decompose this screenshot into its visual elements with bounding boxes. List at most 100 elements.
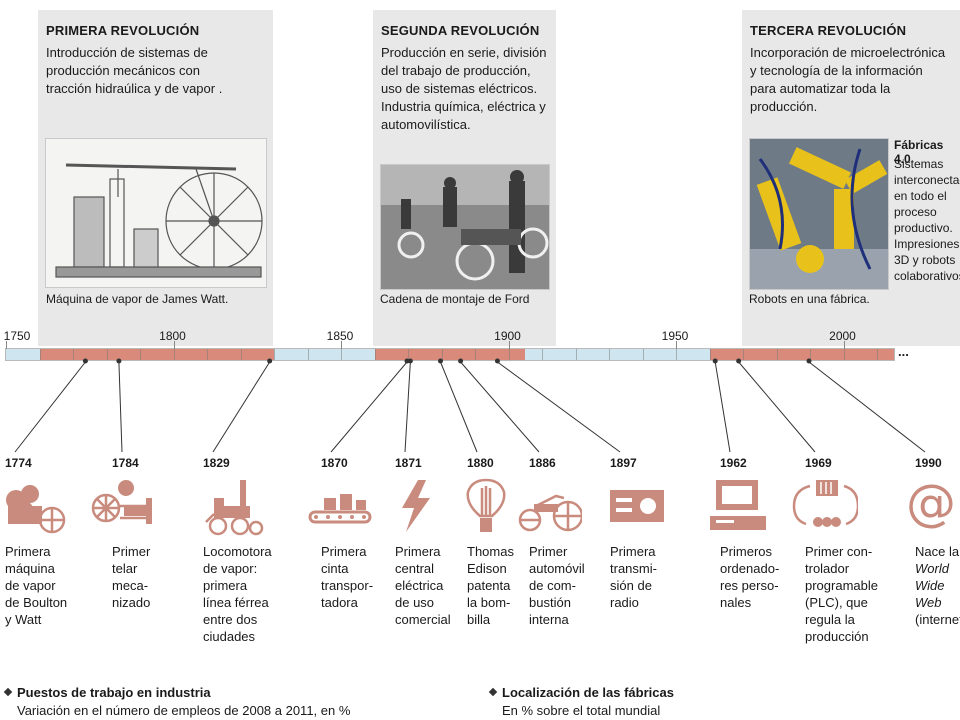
event-connector-line [714,361,731,453]
footer-title: Localización de las fábricas [488,685,674,700]
timeline-cell-divider [508,349,510,360]
event-year: 1870 [321,456,348,470]
event-year: 1774 [5,456,32,470]
event-label-line: billa [467,612,491,627]
panel-description: Incorporación de microelectrónica y tecn… [750,45,946,114]
locomotive-icon [200,476,266,536]
event-label-line: máquina [5,561,55,576]
event-label: Primer automóvil de com-bustión interna [529,543,585,628]
event-connector-line [212,361,271,453]
event-label-line: interna [529,612,569,627]
timeline-cell-divider [542,349,543,360]
event-label-line: Thomas [467,544,514,559]
event-label-line: meca- [112,578,149,593]
event-label-line: eléctrica [395,578,444,593]
event-year: 1880 [467,456,494,470]
event-label-line: y Watt [5,612,42,627]
timeline-cell-divider [676,349,677,360]
event-label-line: entre dos [203,612,258,627]
event-label-line: Primera [321,544,367,559]
event-label-line: Primer con- [805,544,873,559]
event-connector-line [440,361,478,453]
event-label-line: Wide Web [915,578,945,610]
timeline-cell-divider [810,349,811,360]
event-connector-line [460,361,540,453]
footer-section-localizacion: Localización de las fábricas En % sobre … [488,685,674,718]
timeline-cell-divider [776,349,778,360]
event-connector-line [118,361,123,453]
timeline-cell-divider [207,349,208,360]
event-label-line: ordenado- [720,561,780,576]
timeline-cell-divider [843,349,845,360]
computer-icon [706,476,772,536]
event-label-line: de com- [529,578,576,593]
event-label-line: (internet) [915,612,960,627]
event-label-line: cinta [321,561,349,576]
radio-icon [604,476,670,536]
timeline-highlight-segment [374,349,526,360]
event-label-line: res perso- [720,578,779,593]
timeline-cell-divider [408,349,409,360]
event-connector-line [808,361,926,453]
event-label-line: línea férrea [203,595,269,610]
timeline-cell-divider [374,349,376,360]
event-label-line: bustión [529,595,571,610]
panel-title: TERCERA REVOLUCIÓN [750,23,907,38]
timeline-cell-divider [173,349,175,360]
event-label-line: trolador [805,561,850,576]
event-label-line: producción [805,629,869,644]
footer-description: Variación en el número de empleos de 200… [17,703,351,718]
event-year: 1969 [805,456,832,470]
event-label-line: transpor- [321,578,374,593]
timeline-tick-mark [508,341,510,349]
bullet-icon [488,687,498,697]
event-label-line: programable [805,578,878,593]
event-label-line: Primer [529,544,568,559]
event-year: 1886 [529,456,556,470]
event-label-line: de vapor [5,578,56,593]
timeline-cell-divider [73,349,74,360]
event-label-line: patenta [467,578,511,593]
event-label-line: telar [112,561,138,576]
svg-text:@: @ [906,476,956,532]
steam-engine-photo [45,138,267,288]
event-label-line: Primera [5,544,51,559]
at-sign-icon: @ [906,474,960,536]
photo-caption: Cadena de montaje de Ford [380,292,530,306]
timeline-cell-divider [307,349,309,360]
event-label-line: central [395,561,435,576]
event-connector-line [497,361,621,453]
footer-description: En % sobre el total mundial [502,703,661,718]
event-label-line: Nace la [915,544,960,559]
robots-photo [749,138,889,290]
event-label-line: (PLC), que [805,595,868,610]
timeline-highlight-segment [709,349,894,360]
timeline-tick-label: 1850 [326,329,354,343]
timeline-tick-mark [341,341,342,349]
timeline-cell-divider [475,349,476,360]
event-label-line: de uso [395,595,435,610]
event-label-line: ciudades [203,629,256,644]
event-label-line: regula la [805,612,855,627]
footer-section-empleo: Puestos de trabajo en industria Variació… [3,685,351,718]
timeline-cell-divider [106,349,108,360]
event-label-line: Primer [112,544,151,559]
event-connector-line [738,361,816,453]
photo-caption: Robots en una fábrica. [749,292,870,306]
event-label: Primer con-trolador programable (PLC), que… [805,543,878,645]
timeline-ellipsis: ... [898,344,909,359]
event-label-line: Edison [467,561,507,576]
event-label-line: nizado [112,595,151,610]
timeline-cell-divider [140,349,141,360]
event-label-line: comercial [395,612,451,627]
event-label-line: transmi- [610,561,657,576]
event-label-line: nales [720,595,752,610]
event-year: 1962 [720,456,747,470]
event-label-line: automóvil [529,561,585,576]
event-label-line: Primera [610,544,656,559]
timeline-cell-divider [274,349,275,360]
